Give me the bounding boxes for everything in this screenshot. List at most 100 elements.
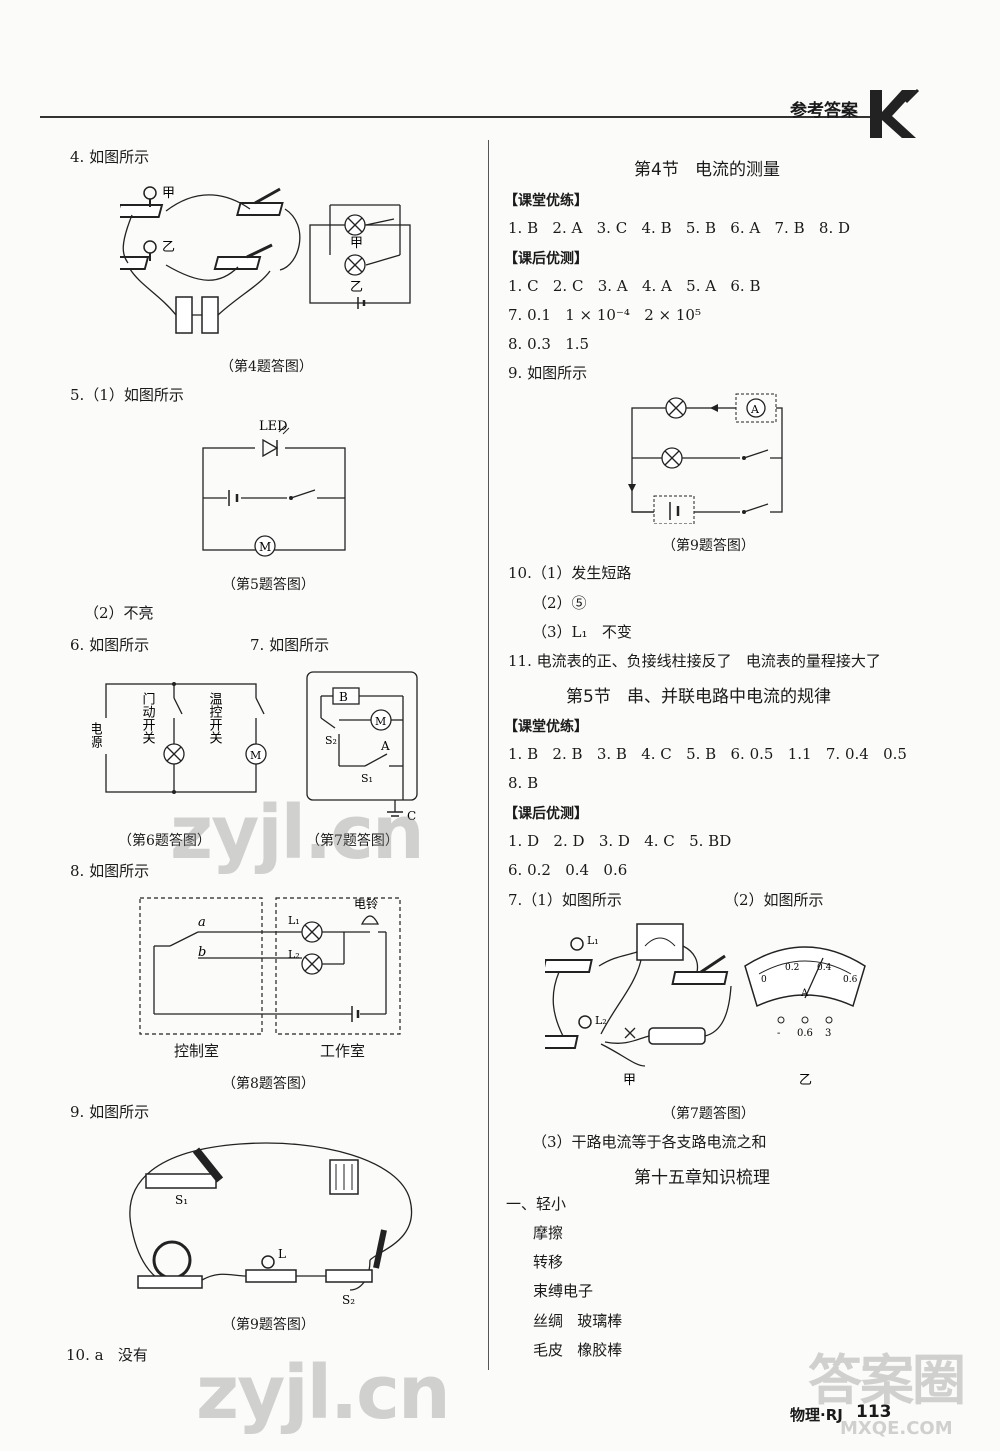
q4-schem-jia: 甲 — [350, 236, 363, 251]
sec5-answers-1: 1. B 2. B 3. B 4. C 5. B 6. 0.5 1.1 7. 0… — [508, 745, 907, 763]
ch15-item-1: 摩擦 — [533, 1224, 564, 1242]
q8-L2-label: L₂ — [288, 948, 300, 961]
q5-2-text: （2）不亮 — [84, 604, 154, 622]
q7-figure: B M S₂ A S₁ C — [306, 671, 418, 823]
q6-caption: （第6题答图） — [118, 833, 211, 849]
sec5-title: 第5节 串、并联电路中电流的规律 — [566, 687, 832, 707]
q8-b-label: b — [198, 945, 206, 960]
ch15-item-2: 转移 — [533, 1253, 564, 1271]
q5-figure: LED M — [202, 419, 346, 557]
footer-page-number: 113 — [856, 1402, 892, 1422]
q9-S2-label: S₂ — [342, 1293, 355, 1307]
column-divider — [488, 140, 489, 1370]
sec5-q7-dial-ticks: 0 0.2 0.4 0.6 — [761, 963, 858, 985]
q4-caption: （第4题答图） — [220, 359, 313, 375]
sec5-answer-6: 6. 0.2 0.4 0.6 — [508, 861, 628, 879]
q6-text: 6. 如图所示 — [70, 636, 150, 654]
q9-S1-label: S₁ — [175, 1193, 188, 1207]
q6-motor-label: M — [250, 749, 261, 762]
sec4-q10-2: （2）⑤ — [532, 594, 587, 612]
sec5-q7-dial-tick-2: 0.4 — [817, 963, 832, 973]
q4-schem-yi: 乙 — [350, 280, 363, 295]
sec5-q7-dial-A: A — [800, 988, 809, 999]
q6-figure: 电源 门动开关 M 温控开关 — [92, 682, 267, 794]
sec5-q7-yi-label: 乙 — [799, 1073, 812, 1088]
q7-text: 7. 如图所示 — [250, 636, 330, 654]
sec5-q7-L1-label: L₁ — [587, 934, 599, 947]
ch15-item-5: 毛皮 橡胶棒 — [533, 1341, 623, 1359]
header-logo-icon — [870, 88, 920, 138]
sec4-answers-2: 1. C 2. C 3. A 4. A 5. A 6. B — [508, 277, 761, 295]
sec4-q10-3: （3）L₁ 不变 — [532, 623, 632, 641]
header-rule — [40, 116, 870, 118]
sec5-q7-terminal-3: 3 — [825, 1028, 831, 1039]
q9-L-label: L — [278, 1247, 286, 1261]
q8-figure: a b L₁ L₂ 电铃 — [139, 896, 401, 1035]
sec4-q9-text: 9. 如图所示 — [508, 364, 588, 382]
sec5-answers-2: 1. D 2. D 3. D 4. C 5. BD — [508, 832, 732, 850]
q9-text: 9. 如图所示 — [70, 1103, 150, 1121]
watermark-2: zyjl.cn — [196, 1350, 451, 1436]
sec5-q7-terminal-neg: - — [777, 1028, 780, 1039]
sec5-q7-jia-label: 甲 — [623, 1073, 636, 1088]
sec5-q7-caption: （第7题答图） — [662, 1106, 755, 1122]
ch15-item-3: 束缚电子 — [533, 1282, 594, 1300]
q4-text: 4. 如图所示 — [70, 148, 150, 166]
q7-S2-label: S₂ — [325, 734, 337, 747]
sec5-q7-figure: L₁ L₂ 甲 0 0.2 0.4 0.6 A - 0.6 3 乙 — [545, 923, 866, 1088]
q8-bell-label: 电铃 — [354, 896, 378, 911]
q10-text: 10. a 没有 — [66, 1346, 148, 1364]
q4-label-yi: 乙 — [162, 240, 175, 255]
q7-caption: （第7题答图） — [306, 833, 399, 849]
sec5-q7-dial-tick-1: 0.2 — [785, 963, 799, 973]
header-label: 参考答案 — [790, 101, 858, 121]
sec5-q7-1: 7.（1）如图所示 — [508, 891, 622, 909]
sec4-title: 第4节 电流的测量 — [634, 160, 781, 180]
sec5-q7-2: （2）如图所示 — [724, 891, 824, 909]
q8-work-label: 工作室 — [320, 1042, 366, 1060]
sec4-answers-1: 1. B 2. A 3. C 4. B 5. B 6. A 7. B 8. D — [508, 219, 851, 237]
q4-figure: 甲 乙 甲 乙 — [120, 186, 411, 334]
sec5-q7-L2-label: L₂ — [595, 1014, 607, 1027]
sec5-bracket-2: 【课后优测】 — [504, 806, 588, 822]
q8-a-label: a — [198, 915, 206, 930]
q7-M-label: M — [375, 715, 386, 728]
sec5-q7-3: （3）干路电流等于各支路电流之和 — [532, 1133, 767, 1151]
watermark-4: MXQE.COM — [840, 1418, 953, 1439]
q5-motor-label: M — [259, 540, 271, 554]
watermark-3: 答案圈 — [808, 1349, 966, 1412]
q7-A-label: A — [380, 739, 390, 753]
q8-control-label: 控制室 — [174, 1042, 220, 1060]
sec4-answer-7: 7. 0.1 1 × 10⁻⁴ 2 × 10⁵ — [508, 306, 701, 324]
footer-subject: 物理·RJ — [790, 1406, 843, 1424]
q5-caption: （第5题答图） — [222, 577, 315, 593]
q6-door-label: 门动开关 — [140, 692, 156, 744]
sec5-answers-1b: 8. B — [508, 774, 539, 792]
ch15-title: 第十五章知识梳理 — [634, 1168, 770, 1188]
q6-power-label: 电源 — [92, 722, 102, 748]
sec4-q11: 11. 电流表的正、负接线柱接反了 电流表的量程接大了 — [508, 652, 881, 670]
q8-text: 8. 如图所示 — [70, 862, 150, 880]
q8-L1-label: L₁ — [288, 914, 300, 927]
sec4-q9-figure: A — [628, 393, 783, 524]
q5-text: 5.（1）如图所示 — [70, 386, 184, 404]
q5-led-label: LED — [259, 419, 288, 434]
ch15-item-0: 一、轻小 — [506, 1195, 567, 1213]
q9-caption: （第9题答图） — [222, 1317, 315, 1333]
sec5-q7-terminal-06: 0.6 — [797, 1028, 813, 1039]
q7-S1-label: S₁ — [361, 772, 373, 785]
q7-C-label: C — [407, 809, 416, 823]
sec5-q7-dial-tick-0: 0 — [761, 975, 767, 985]
q9-figure: S₁ L S₂ — [129, 1142, 413, 1307]
sec4-bracket-2: 【课后优测】 — [504, 251, 588, 267]
sec5-q7-dial-tick-3: 0.6 — [843, 975, 858, 985]
sec5-bracket-1: 【课堂优练】 — [504, 719, 588, 735]
q8-caption: （第8题答图） — [222, 1076, 315, 1092]
sec4-bracket-1: 【课堂优练】 — [504, 193, 588, 209]
ch15-item-4: 丝绸 玻璃棒 — [533, 1312, 623, 1330]
sec4-q9-ammeter-label: A — [750, 403, 760, 416]
sec4-q10-1: 10.（1）发生短路 — [508, 564, 632, 582]
sec4-q9-caption: （第9题答图） — [662, 538, 755, 554]
q7-B-label: B — [339, 690, 348, 704]
watermark-1: zyjl.cn — [170, 790, 425, 876]
